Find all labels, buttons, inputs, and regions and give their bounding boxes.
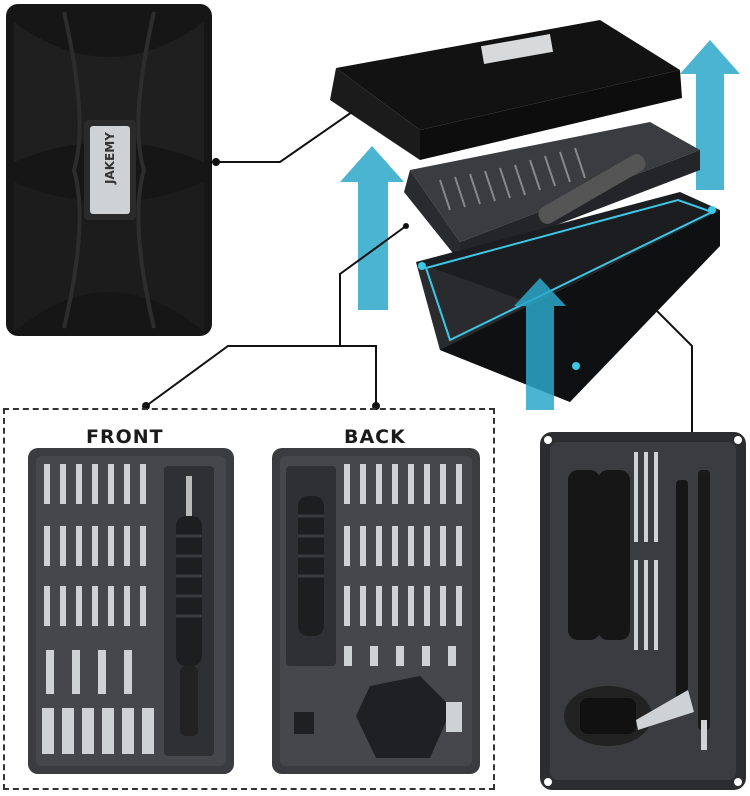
arrow-up-icon bbox=[340, 146, 404, 310]
front-tray bbox=[26, 446, 236, 776]
dashed-frame bbox=[3, 408, 495, 790]
exploded-case-view bbox=[300, 10, 750, 410]
bottom-case-open bbox=[538, 430, 748, 792]
back-label: BACK bbox=[344, 426, 406, 448]
arrow-up-icon bbox=[680, 40, 740, 190]
arrow-up-icon bbox=[514, 278, 566, 410]
back-tray bbox=[270, 446, 482, 776]
closed-case: JAKEMY bbox=[4, 2, 214, 338]
front-label: FRONT bbox=[86, 426, 164, 448]
